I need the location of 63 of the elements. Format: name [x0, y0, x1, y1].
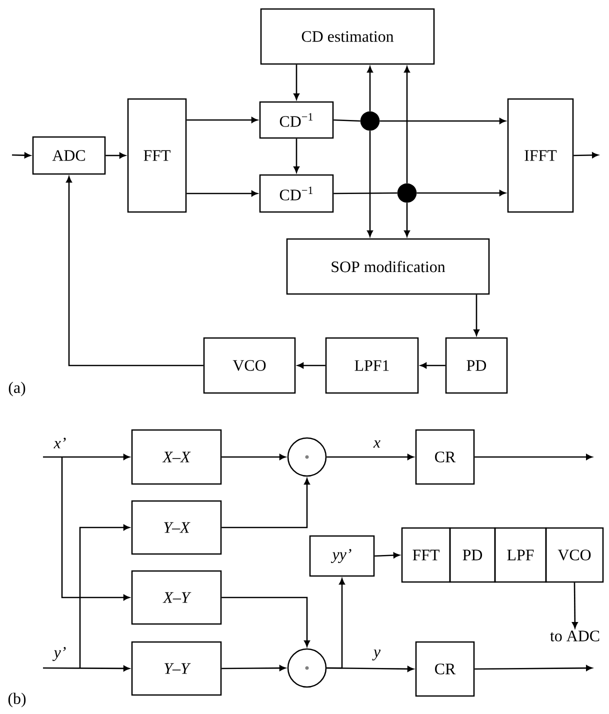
arrow	[294, 138, 300, 173]
arrow	[66, 176, 204, 366]
block-box: SOP modification	[286, 238, 490, 295]
block-box: PD	[445, 337, 508, 394]
arrow	[106, 152, 126, 158]
block-box: FFT	[401, 527, 451, 583]
junction-dot	[397, 183, 417, 203]
arrow	[43, 666, 130, 672]
arrow	[367, 66, 373, 112]
block-box: ADC	[32, 136, 106, 175]
block-box: CD estimation	[260, 8, 435, 65]
arrow	[326, 578, 345, 669]
block-box: CD$^{−1}$	[259, 174, 334, 213]
block-box: IFFT	[507, 98, 574, 213]
arrow	[326, 454, 414, 460]
panel-label: (b)	[8, 692, 26, 708]
arrow	[43, 454, 130, 460]
arrow	[367, 130, 373, 237]
arrow	[186, 117, 258, 123]
block-box: FFT	[127, 98, 187, 213]
block-box: LPF	[494, 527, 547, 583]
arrow	[222, 665, 286, 671]
multiplier-circle	[287, 648, 327, 688]
arrow	[416, 190, 506, 196]
signal-label: y’	[52, 647, 66, 662]
block-box: PD	[449, 527, 496, 583]
arrow	[420, 362, 446, 368]
arrow	[222, 478, 310, 528]
block-box: LPF1	[325, 337, 419, 394]
multiplier-circle	[287, 437, 327, 477]
arrow	[79, 524, 130, 668]
arrow	[12, 152, 31, 158]
block-box: Y–X	[131, 500, 222, 555]
block-box: CR	[415, 641, 475, 697]
block-box: yy’	[309, 535, 375, 577]
block-box: VCO	[203, 337, 296, 394]
block-box: VCO	[545, 527, 604, 583]
arrow	[404, 66, 410, 184]
edge-label: y	[372, 648, 382, 662]
arrow	[380, 118, 506, 124]
arrow	[572, 582, 578, 628]
arrow	[404, 202, 410, 237]
block-box: X–Y	[131, 570, 222, 625]
block-box: Y–Y	[131, 641, 222, 696]
junction-dot	[360, 111, 380, 131]
arrow	[474, 454, 592, 460]
block-box: X–X	[131, 429, 222, 485]
arrow	[297, 362, 326, 368]
arrow	[222, 596, 310, 647]
arrow	[222, 454, 286, 460]
signal-label: x’	[54, 438, 66, 448]
arrow	[474, 294, 480, 336]
edge-label: x	[372, 439, 382, 449]
arrow	[186, 190, 258, 196]
panel-label: (a)	[8, 382, 26, 396]
arrow	[61, 457, 130, 600]
arrow	[474, 665, 592, 671]
block-box: CR	[415, 429, 475, 485]
block-box: CD$^{−1}$	[259, 101, 334, 139]
arrow	[374, 552, 400, 558]
arrow	[294, 64, 300, 100]
arrow	[574, 152, 598, 158]
annotation-text: to ADC	[550, 630, 600, 642]
